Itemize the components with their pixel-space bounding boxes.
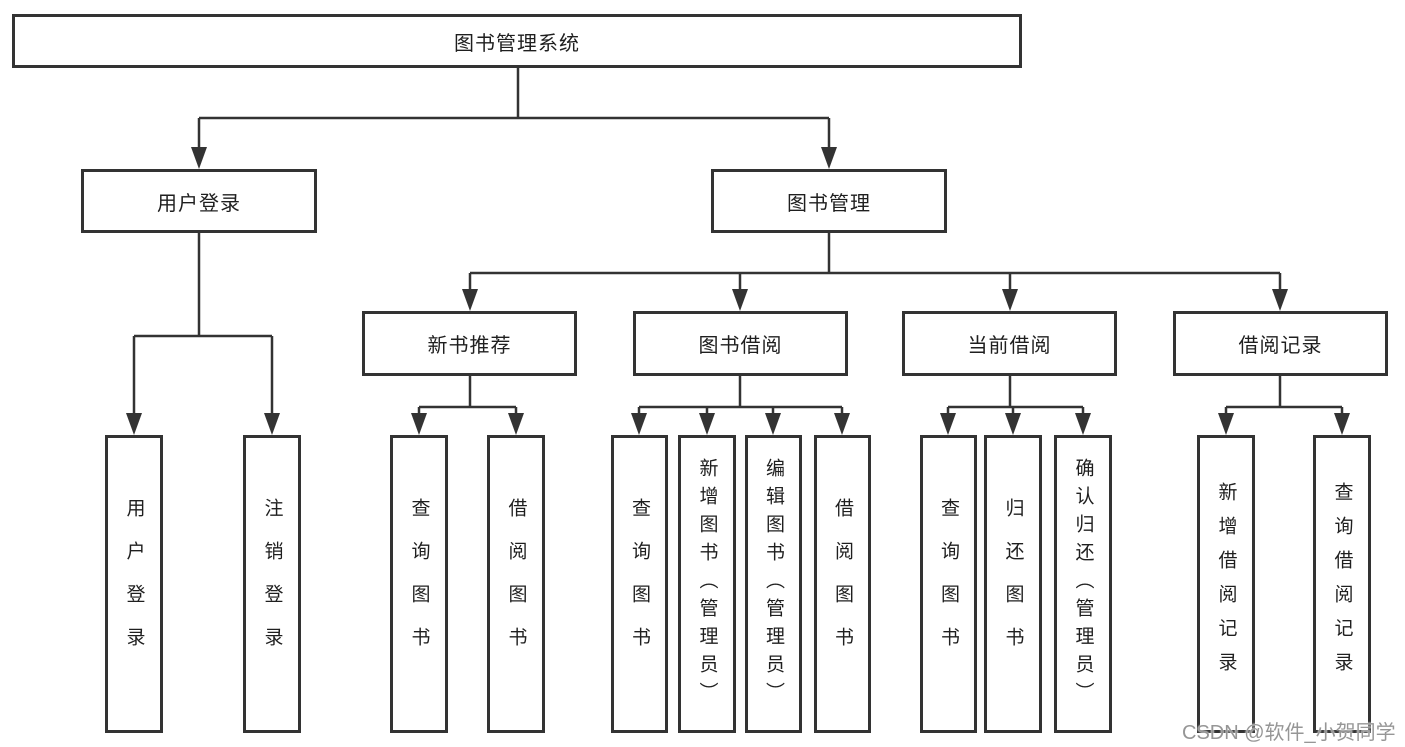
connector-line (637, 376, 844, 415)
leaf-user-login: 用户登录 (105, 435, 163, 733)
node-label: 新书推荐 (427, 335, 512, 357)
connector-new-book-recommendation-children (411, 376, 524, 435)
arrowhead-icon (1218, 413, 1234, 435)
arrowhead-icon (126, 413, 142, 435)
connector-line (468, 233, 1282, 291)
arrowhead-icon (1005, 413, 1021, 435)
arrowhead-icon (834, 413, 850, 435)
node-label: 借阅记录 (1238, 335, 1323, 357)
arrowhead-icon (191, 147, 207, 169)
leaf-logout: 注销登录 (243, 435, 301, 733)
arrowhead-icon (264, 413, 280, 435)
connector-line (417, 376, 518, 415)
leaf-label: 查询图书 (938, 498, 959, 670)
connector-line (1224, 376, 1344, 415)
node-label: 图书管理系统 (454, 32, 580, 55)
leaf-label: 查询借阅记录 (1331, 482, 1353, 686)
leaf-query-books-borrowing: 查询图书 (611, 435, 668, 733)
leaf-add-books-admin: 新增图书（管理员） (678, 435, 736, 733)
arrowhead-icon (821, 147, 837, 169)
node-library-management-system: 图书管理系统 (12, 14, 1022, 68)
connector-book-borrowing-children (631, 376, 850, 435)
leaf-label: 归还图书 (1002, 498, 1024, 670)
arrowhead-icon (765, 413, 781, 435)
arrowhead-icon (940, 413, 956, 435)
connector-line (946, 376, 1085, 415)
leaf-label: 用户登录 (123, 498, 145, 670)
arrowhead-icon (1075, 413, 1091, 435)
leaf-borrow-books: 借阅图书 (814, 435, 871, 733)
connector-current-borrowing-children (940, 376, 1091, 435)
connector-line (132, 233, 274, 415)
node-label: 图书管理 (787, 192, 871, 215)
leaf-query-books-current: 查询图书 (920, 435, 977, 733)
node-current-borrowing: 当前借阅 (902, 311, 1117, 376)
arrowhead-icon (411, 413, 427, 435)
leaf-confirm-return-admin: 确认归还（管理员） (1054, 435, 1112, 733)
leaf-borrow-books-recommendation: 借阅图书 (487, 435, 545, 733)
node-book-borrowing: 图书借阅 (633, 311, 848, 376)
node-label: 图书借阅 (698, 335, 783, 357)
arrowhead-icon (508, 413, 524, 435)
leaf-return-books: 归还图书 (984, 435, 1042, 733)
connector-borrowing-records-children (1218, 376, 1350, 435)
connector-line (197, 68, 831, 149)
leaf-label: 借阅图书 (832, 498, 853, 670)
node-label: 当前借阅 (967, 335, 1052, 357)
node-user-login: 用户登录 (81, 169, 317, 233)
arrowhead-icon (1334, 413, 1350, 435)
leaf-add-borrow-record: 新增借阅记录 (1197, 435, 1255, 733)
connector-root-to-level2 (191, 68, 837, 169)
leaf-edit-books-admin: 编辑图书（管理员） (745, 435, 802, 733)
arrowhead-icon (631, 413, 647, 435)
leaf-label: 查询图书 (408, 498, 430, 670)
node-borrowing-records: 借阅记录 (1173, 311, 1388, 376)
arrowhead-icon (699, 413, 715, 435)
leaf-label: 新增图书（管理员） (696, 458, 718, 710)
leaf-label: 新增借阅记录 (1215, 482, 1237, 686)
node-label: 用户登录 (157, 192, 241, 215)
leaf-label: 确认归还（管理员） (1072, 458, 1094, 710)
leaf-label: 借阅图书 (505, 498, 527, 670)
node-book-management: 图书管理 (711, 169, 947, 233)
arrowhead-icon (1272, 289, 1288, 311)
leaf-label: 注销登录 (261, 498, 283, 670)
leaf-label: 查询图书 (629, 498, 650, 670)
csdn-watermark: CSDN @软件_小贺同学 (1182, 722, 1396, 744)
node-new-book-recommendation: 新书推荐 (362, 311, 577, 376)
arrowhead-icon (462, 289, 478, 311)
leaf-query-borrow-record: 查询借阅记录 (1313, 435, 1371, 733)
arrowhead-icon (1002, 289, 1018, 311)
leaf-label: 编辑图书（管理员） (763, 458, 784, 710)
arrowhead-icon (732, 289, 748, 311)
connector-book-management-children (462, 233, 1288, 311)
connector-user-login-children (126, 233, 280, 435)
leaf-query-books-recommendation: 查询图书 (390, 435, 448, 733)
